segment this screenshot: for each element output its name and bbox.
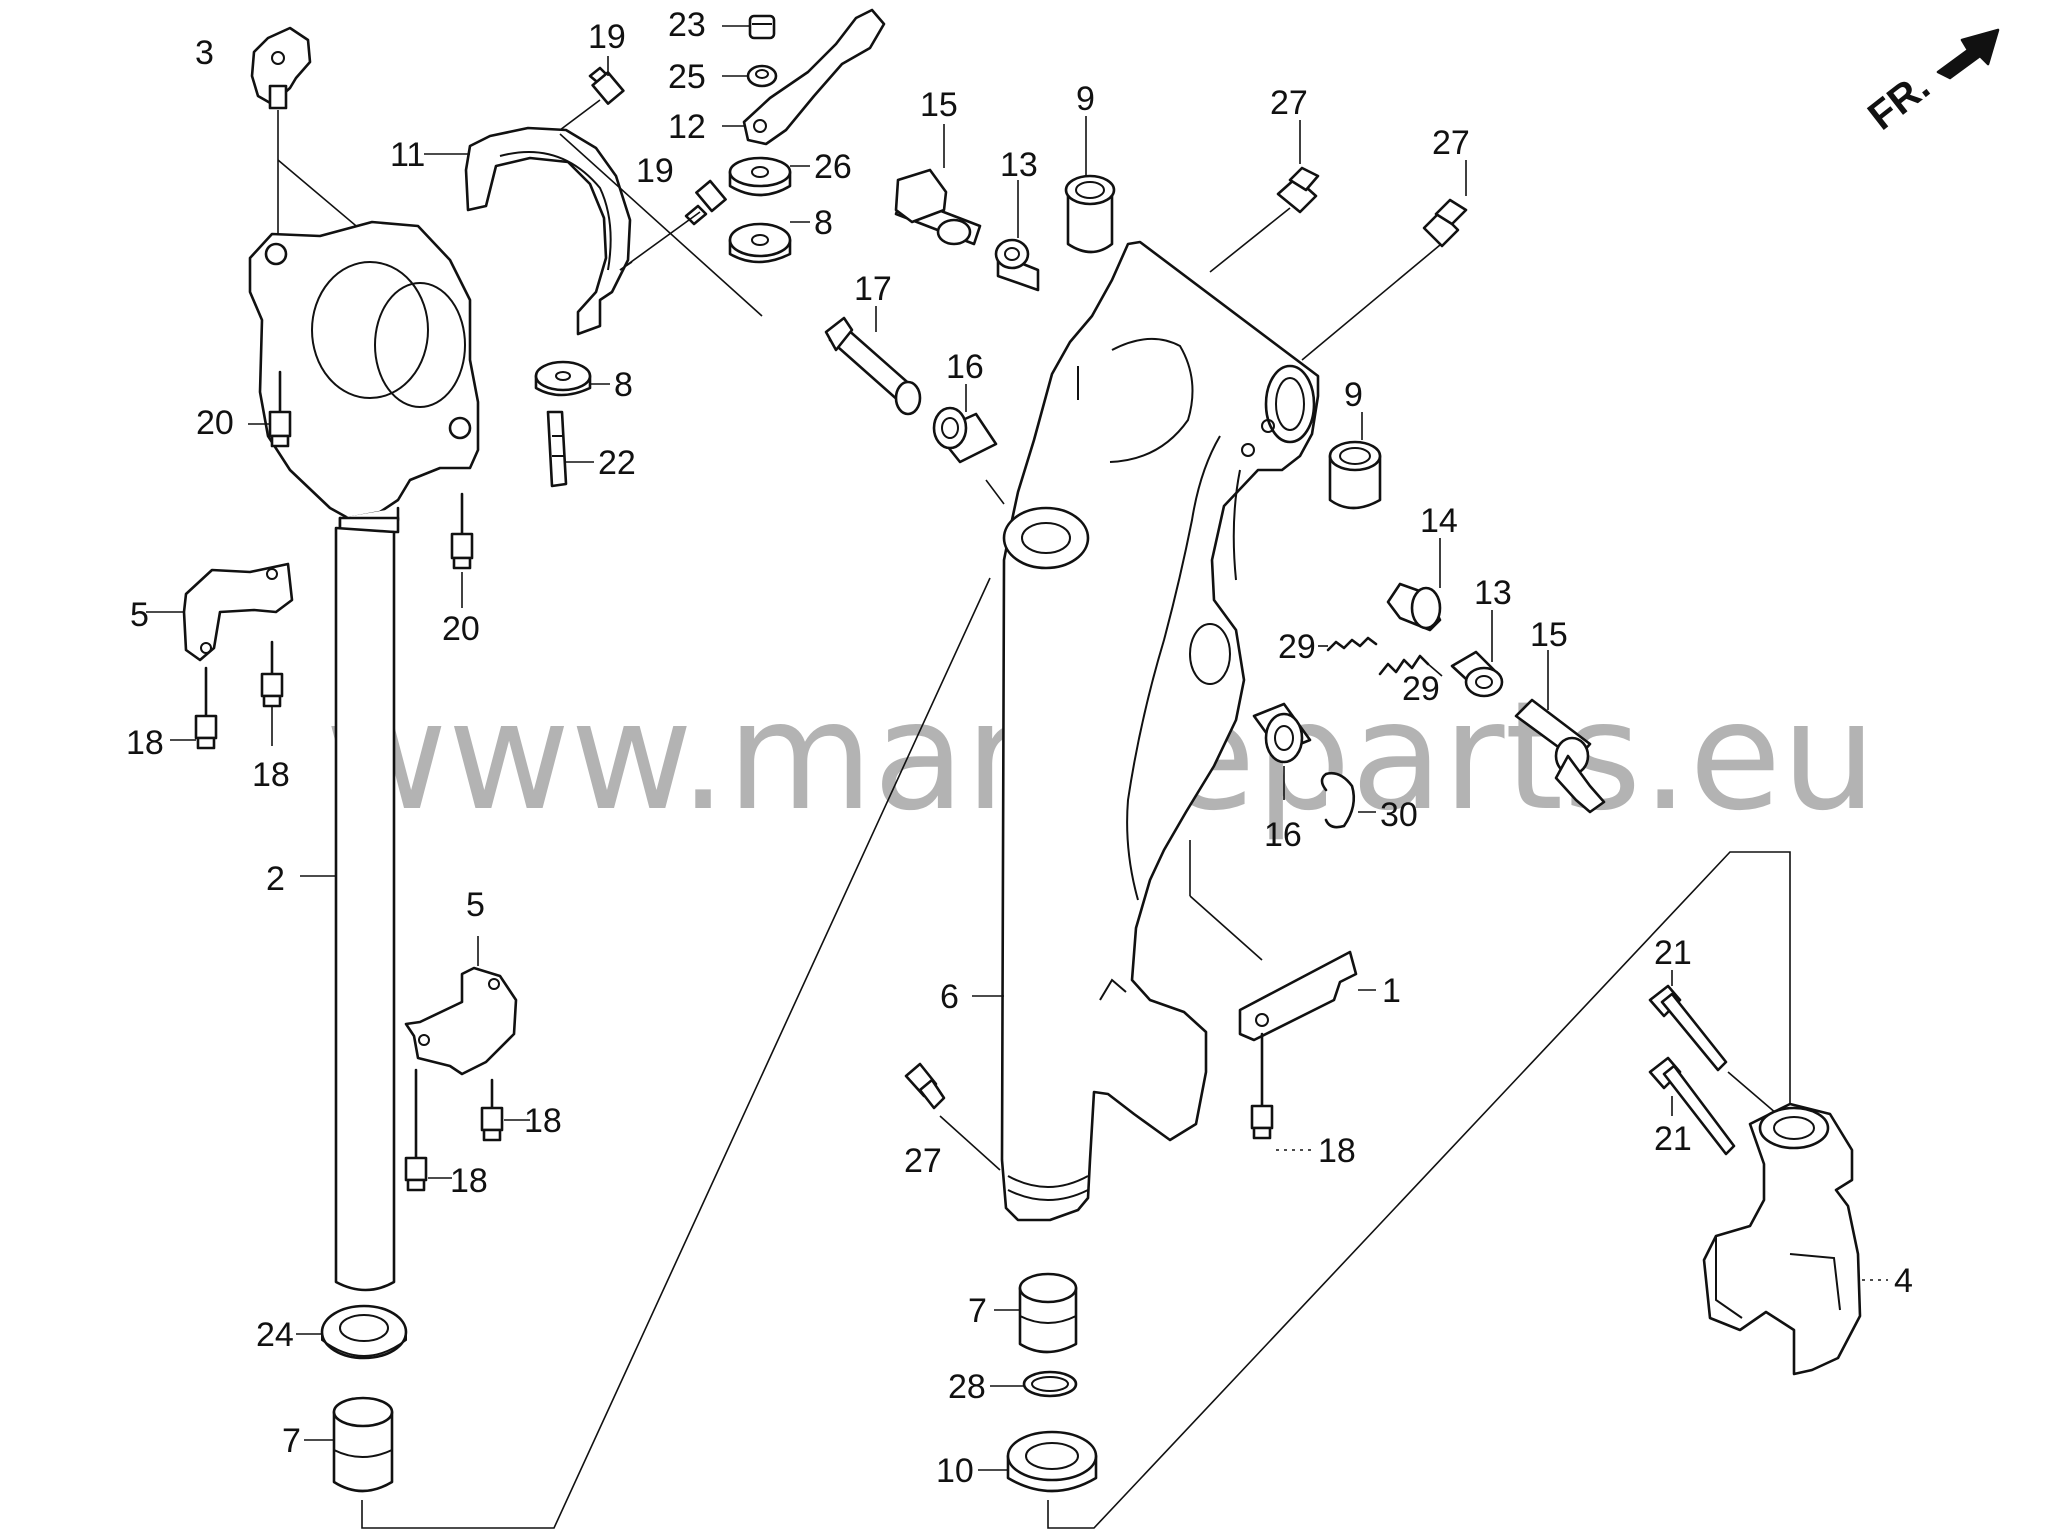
callout-13-lower: 13 <box>1474 574 1512 612</box>
part-12-lever <box>742 8 886 146</box>
callout-8-lower: 8 <box>614 366 633 404</box>
callout-29: 29 <box>1278 628 1316 666</box>
callout-27: 27 <box>1270 84 1308 122</box>
callout-9-lower: 9 <box>1344 376 1363 414</box>
callout-19-lower: 19 <box>636 152 674 190</box>
part-13-bushing-upper <box>994 238 1040 292</box>
callout-18-b: 18 <box>252 756 290 794</box>
part-4-clamp <box>1702 1102 1862 1376</box>
callout-7-right: 7 <box>968 1292 987 1330</box>
part-11-cover <box>464 126 632 336</box>
callout-21: 21 <box>1654 934 1692 972</box>
part-13-bushing-lower <box>1450 650 1504 698</box>
callout-18-c: 18 <box>524 1102 562 1140</box>
callout-28: 28 <box>948 1368 986 1406</box>
callout-11: 11 <box>390 136 425 174</box>
part-20-bolt-lower <box>450 492 474 570</box>
part-15-pin-upper <box>894 168 982 246</box>
callout-22: 22 <box>598 444 636 482</box>
part-16-bushing-upper <box>932 406 998 464</box>
part-30-circlip <box>1320 771 1356 829</box>
part-16-bushing-lower <box>1252 702 1312 764</box>
callout-16-lower: 16 <box>1264 816 1302 854</box>
part-1-plate <box>1238 950 1358 1042</box>
callout-15: 15 <box>920 86 958 124</box>
part-21-bolt-upper <box>1648 984 1728 1072</box>
part-7-bushing-right <box>1018 1272 1078 1354</box>
callout-13: 13 <box>1000 146 1038 184</box>
callout-1: 1 <box>1382 972 1401 1010</box>
callout-12: 12 <box>668 108 706 146</box>
part-18-bolt-e <box>1250 1032 1274 1140</box>
callout-labels: 3 19 23 25 12 11 19 26 8 15 13 9 27 27 8… <box>126 6 1913 1490</box>
callout-3: 3 <box>195 34 214 72</box>
part-15-pin-lower <box>1514 698 1606 814</box>
callout-24: 24 <box>256 1316 294 1354</box>
part-3-bracket <box>250 26 312 110</box>
callout-5-lower: 5 <box>466 886 485 924</box>
callout-18-e: 18 <box>1318 1132 1356 1170</box>
part-20-bolt-upper <box>268 370 292 448</box>
callout-20-lower: 20 <box>442 610 480 648</box>
callout-16: 16 <box>946 348 984 386</box>
part-23-nut <box>748 14 776 40</box>
part-14-cap <box>1386 582 1442 632</box>
callout-4: 4 <box>1894 1262 1913 1300</box>
part-27-fitting-a <box>1276 166 1320 214</box>
callout-23: 23 <box>668 6 706 44</box>
callout-5: 5 <box>130 596 149 634</box>
part-18-bolt-a <box>194 666 218 750</box>
part-27-fitting-b <box>1422 198 1468 248</box>
callout-7: 7 <box>282 1422 301 1460</box>
part-19-bolt-upper <box>588 66 625 105</box>
part-10-seal <box>1006 1430 1098 1493</box>
callout-2: 2 <box>266 860 285 898</box>
callout-27-right: 27 <box>1432 124 1470 162</box>
callout-15-lower: 15 <box>1530 616 1568 654</box>
part-18-bolt-c <box>480 1078 504 1142</box>
part-28-oring <box>1022 1370 1078 1398</box>
callout-20: 20 <box>196 404 234 442</box>
part-29-spring-a <box>1326 636 1378 652</box>
part-21-bolt-lower <box>1648 1056 1736 1156</box>
callout-6: 6 <box>940 978 959 1016</box>
callout-27-lower: 27 <box>904 1142 942 1180</box>
callout-29-lower: 29 <box>1402 670 1440 708</box>
part-17-pin <box>824 316 922 416</box>
callout-10: 10 <box>936 1452 974 1490</box>
callout-26: 26 <box>814 148 852 186</box>
part-9-bushing-upper <box>1064 174 1116 254</box>
callout-19: 19 <box>588 18 626 56</box>
callout-17: 17 <box>854 270 892 308</box>
part-5-bracket-lower <box>404 966 518 1076</box>
part-24-washer <box>320 1304 408 1360</box>
part-18-bolt-b <box>260 640 284 708</box>
callout-8: 8 <box>814 204 833 242</box>
callout-21-lower: 21 <box>1654 1120 1692 1158</box>
callout-30: 30 <box>1380 796 1418 834</box>
part-9-bushing-lower <box>1328 440 1382 510</box>
part-7-bushing-left <box>332 1396 394 1493</box>
callout-18-a: 18 <box>126 724 164 762</box>
front-arrow-icon <box>1936 28 2000 80</box>
callout-9: 9 <box>1076 80 1095 118</box>
callout-14: 14 <box>1420 502 1458 540</box>
callout-25: 25 <box>668 58 706 96</box>
part-26-washer <box>728 156 792 197</box>
front-label: FR. <box>1860 64 1938 138</box>
part-2-steering-arm-shaft <box>248 220 480 1292</box>
part-8-grommet-lower <box>534 360 592 397</box>
part-29-spring-b <box>1378 654 1430 676</box>
part-5-bracket-upper <box>182 562 294 662</box>
part-27-fitting-c <box>904 1062 946 1110</box>
callout-18-d: 18 <box>450 1162 488 1200</box>
part-18-bolt-d <box>404 1068 428 1192</box>
part-8-grommet-upper <box>728 222 792 264</box>
front-direction-indicator: FR. <box>1860 28 2000 139</box>
part-22-pin <box>546 410 568 488</box>
part-25-washer <box>746 64 778 88</box>
part-6-swivel-case <box>1000 240 1320 1222</box>
